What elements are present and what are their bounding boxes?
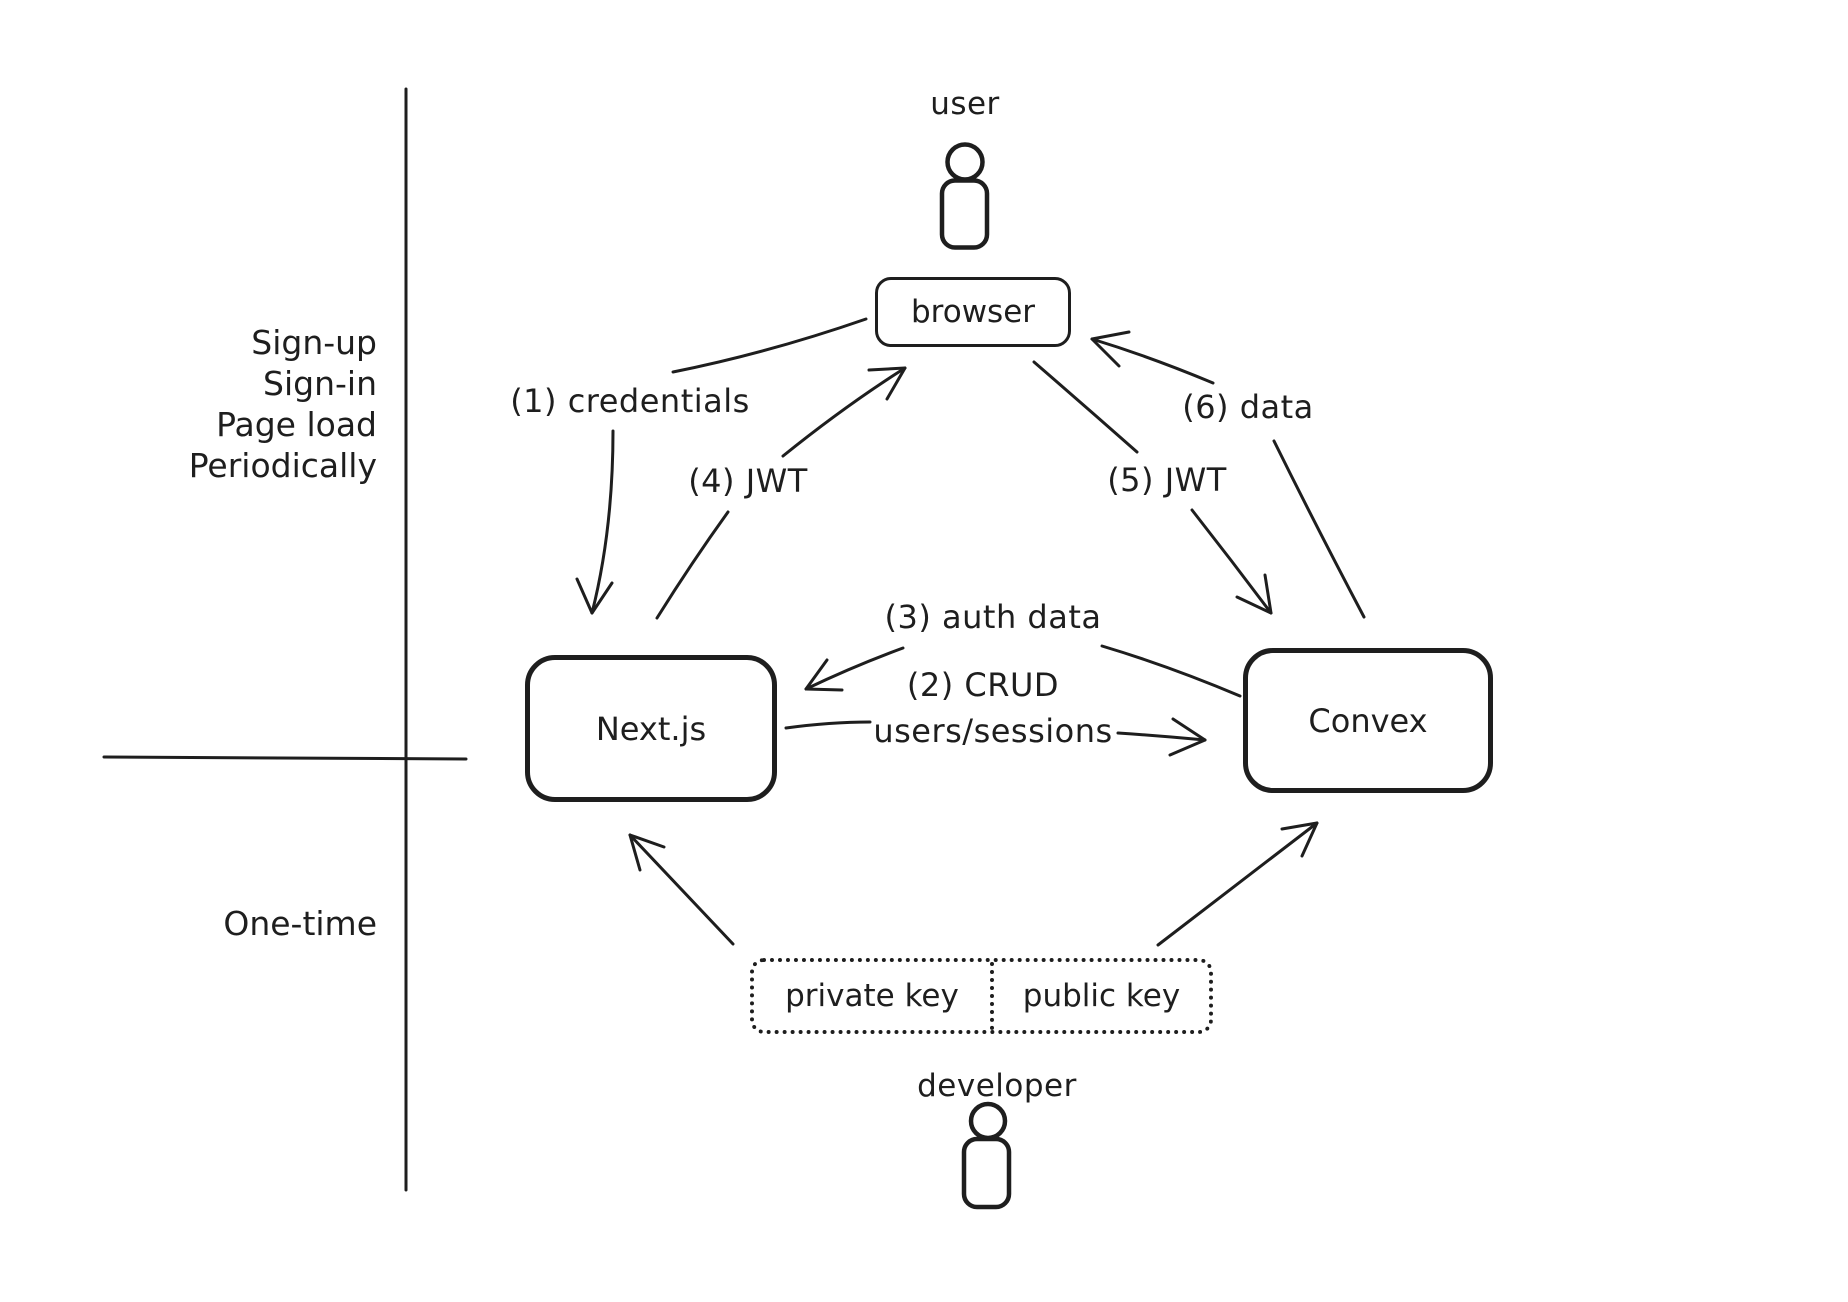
horizontal-divider-line: [102, 755, 468, 761]
arrow-private-key-to-nextjs: [628, 833, 735, 946]
arrow-jwt-to-convex: [1032, 360, 1273, 615]
edge-label-crud-line1: (2) CRUD: [906, 666, 1060, 704]
edge-label-jwt-4: (4) JWT: [688, 462, 808, 500]
node-public-key: public key: [990, 962, 1209, 1030]
annotation-sign-up: Sign-up: [251, 323, 377, 362]
node-browser: browser: [875, 277, 1071, 347]
node-nextjs-label: Next.js: [595, 709, 707, 748]
edge-label-data: (6) data: [1182, 388, 1314, 426]
annotation-sign-in: Sign-in: [263, 364, 377, 403]
edge-label-crud-line2: users/sessions: [873, 712, 1113, 750]
edge-label-jwt-5: (5) JWT: [1107, 461, 1227, 499]
node-nextjs: Next.js: [525, 655, 777, 802]
frequency-annotations: Sign-up Sign-in Page load Periodically: [100, 322, 377, 486]
node-browser-label: browser: [910, 294, 1036, 330]
arrow-auth-data: [804, 644, 1242, 698]
annotation-periodically: Periodically: [188, 446, 377, 485]
arrow-jwt-to-browser: [655, 366, 907, 620]
node-private-key: private key: [754, 962, 990, 1030]
annotation-page-load: Page load: [216, 405, 377, 444]
annotation-one-time: One-time: [223, 904, 377, 943]
edge-label-auth-data: (3) auth data: [884, 598, 1102, 636]
public-key-label: public key: [1022, 978, 1181, 1014]
user-label: user: [930, 86, 1000, 122]
arrow-public-key-to-convex: [1156, 821, 1319, 947]
edge-label-credentials: (1) credentials: [510, 382, 750, 420]
arrow-credentials: [575, 317, 868, 615]
developer-label: developer: [917, 1068, 1077, 1104]
node-convex: Convex: [1243, 648, 1493, 793]
arrow-data-to-browser: [1090, 330, 1366, 619]
user-person-icon: [939, 142, 990, 250]
developer-person-icon: [961, 1101, 1012, 1210]
node-convex-label: Convex: [1308, 701, 1428, 740]
key-pair-box: private key public key: [750, 958, 1213, 1034]
private-key-label: private key: [785, 978, 959, 1014]
arrow-crud: [784, 717, 1207, 757]
